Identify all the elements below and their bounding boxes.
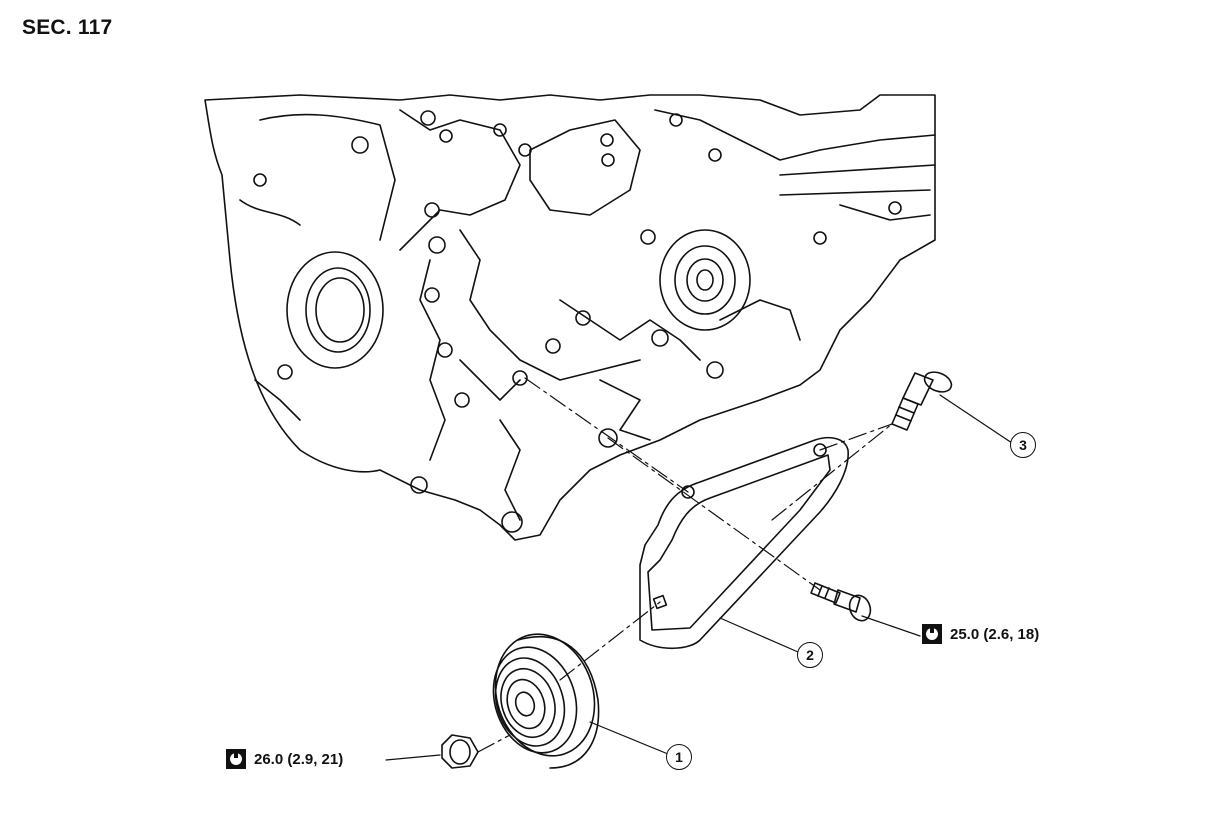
callout-2: 2	[797, 642, 823, 668]
pulley-nut	[441, 734, 479, 769]
engine-block	[204, 94, 936, 541]
torque-spec-bracket-bolt: 25.0 (2.6, 18)	[922, 624, 1039, 644]
torque-value: 25.0 (2.6, 18)	[950, 625, 1040, 643]
torque-spec-pulley-nut: 26.0 (2.9, 21)	[226, 749, 343, 769]
torque-wrench-icon	[922, 624, 942, 644]
callout-3: 3	[1010, 432, 1036, 458]
alignment-lines	[477, 377, 893, 753]
idler-bracket	[639, 436, 849, 650]
torque-value: 26.0 (2.9, 21)	[254, 750, 344, 768]
bracket-bolt-lower	[810, 582, 872, 622]
leader-lines	[385, 394, 1013, 761]
bracket-bolt-upper	[891, 371, 953, 431]
section-title: SEC. 117	[22, 16, 113, 39]
idler-pulley	[492, 633, 600, 769]
callout-1: 1	[666, 744, 692, 770]
torque-wrench-icon	[226, 749, 246, 769]
